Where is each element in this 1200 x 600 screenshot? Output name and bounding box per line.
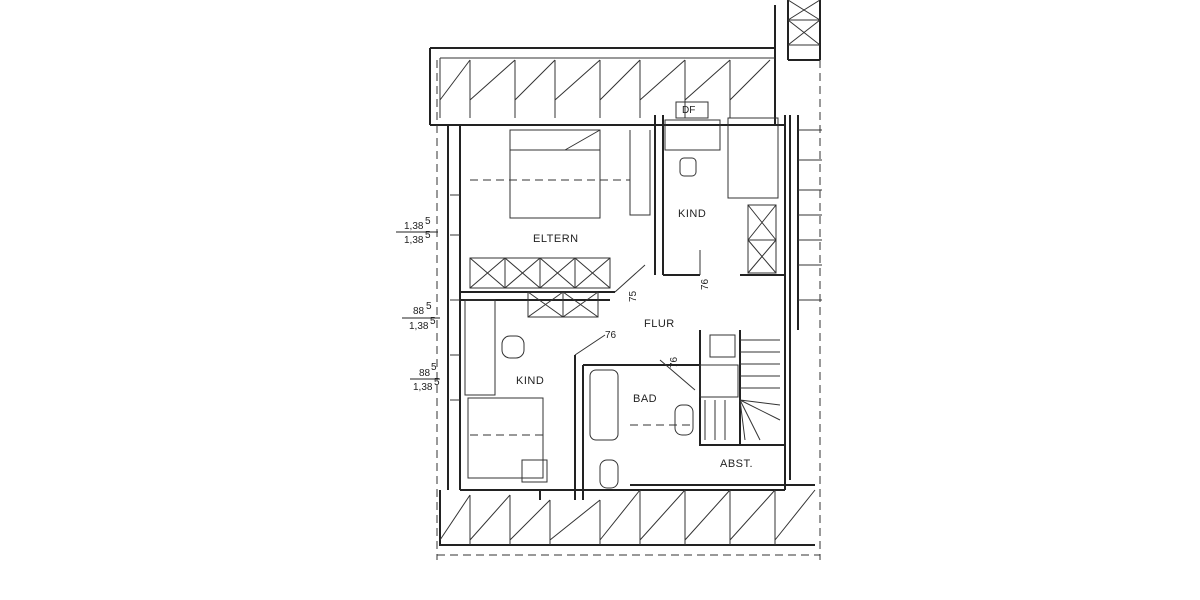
stairs (704, 339, 781, 441)
room-label-bad: BAD (633, 393, 657, 405)
top-roof-band (429, 5, 776, 126)
furniture (464, 101, 779, 489)
door-width: 76 (669, 356, 680, 368)
room-label-flur: FLUR (644, 318, 675, 330)
svg-text:5: 5 (434, 377, 440, 388)
svg-text:1,38: 1,38 (409, 321, 429, 332)
svg-text:5: 5 (425, 230, 431, 241)
room-label-kind-bottom: KIND (516, 375, 544, 387)
svg-text:1,38: 1,38 (404, 221, 424, 232)
room-label-abst: ABST. (720, 458, 753, 470)
svg-text:5: 5 (425, 216, 431, 227)
room-label-kind-top: KIND (678, 208, 706, 220)
svg-text:88: 88 (419, 368, 431, 379)
door-width: 76 (605, 330, 617, 341)
svg-text:5: 5 (426, 301, 432, 312)
side-dimension: 88 5 1,38 5 (402, 301, 440, 332)
side-dimension: 1,38 5 1,38 5 (396, 216, 438, 246)
room-label-eltern: ELTERN (533, 233, 579, 245)
side-dimension: 88 5 1,38 5 (410, 362, 440, 393)
double-bed (509, 129, 601, 219)
sink (674, 404, 694, 436)
toilet (599, 459, 619, 489)
svg-text:1,38: 1,38 (413, 382, 433, 393)
door-width: 76 (700, 278, 711, 290)
outer-walls (436, 60, 820, 560)
df-window (675, 101, 709, 119)
bottom-roof-band (439, 484, 816, 546)
svg-text:5: 5 (430, 316, 436, 327)
right-column (787, 0, 822, 560)
bathtub (589, 369, 619, 441)
door-width: 75 (628, 290, 639, 302)
interior-walls (460, 115, 785, 500)
room-label-df: DF (682, 105, 695, 116)
svg-text:1,38: 1,38 (404, 235, 424, 246)
svg-text:5: 5 (431, 362, 437, 373)
svg-text:88: 88 (413, 306, 425, 317)
